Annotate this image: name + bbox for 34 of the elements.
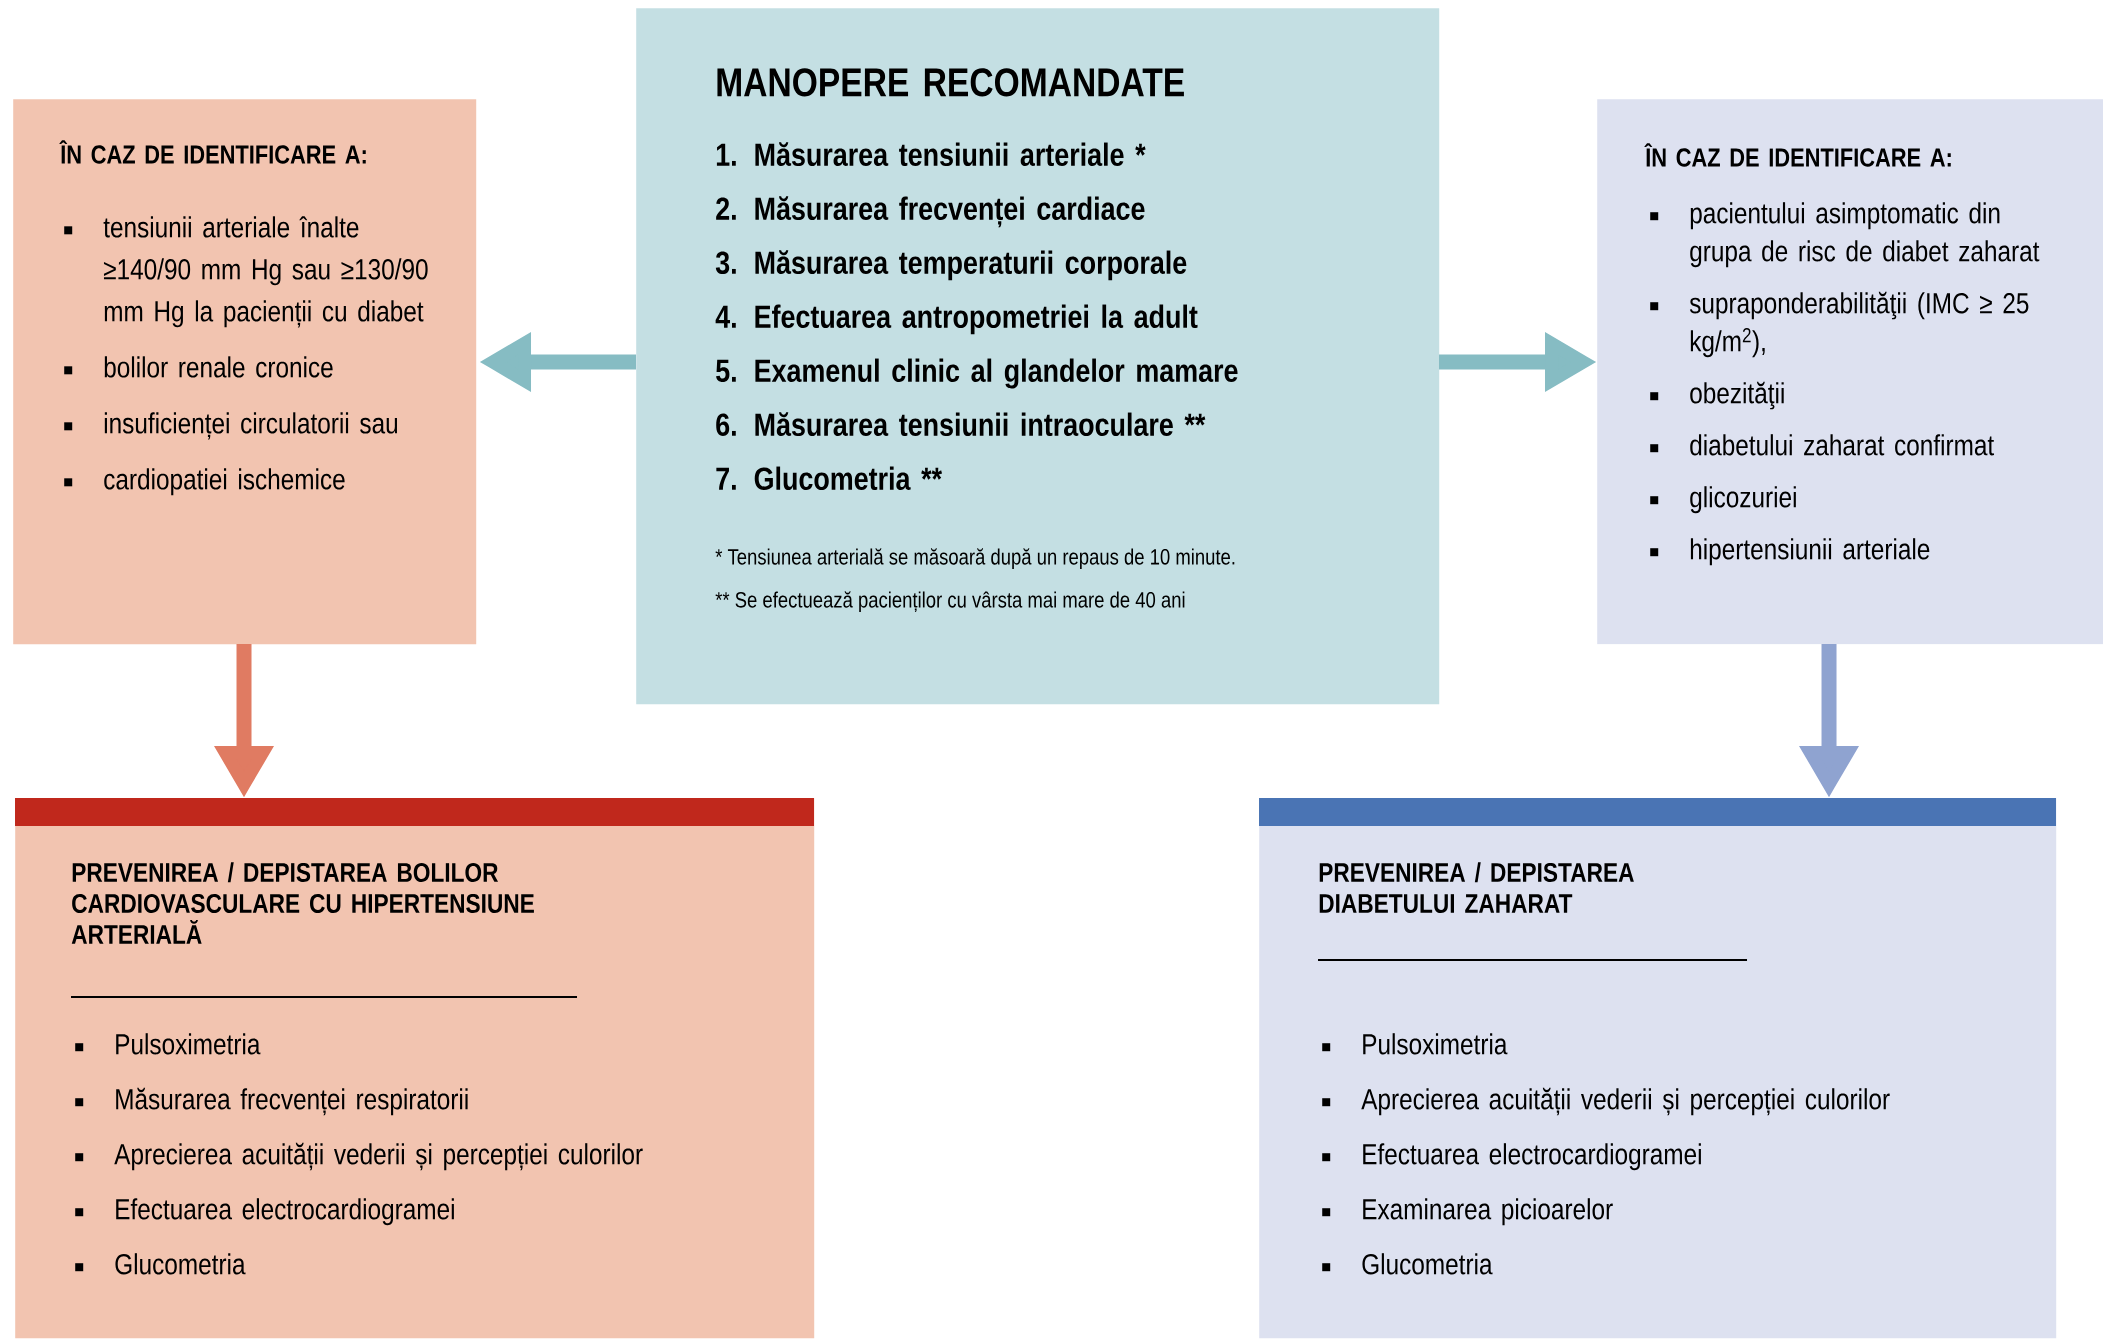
list-item: cardiopatiei ischemice (64, 468, 345, 496)
list-item: Examinarea picioarelor (1322, 1198, 1613, 1226)
list-item: Măsurarea frecvenței respiratorii (75, 1087, 468, 1116)
list-item: Efectuarea electrocardiogramei (1322, 1143, 1701, 1171)
list-item: pacientului asimptomatic din grupa de risc de diabet zaharat (1650, 202, 2040, 268)
list-item: 5. Examenul clinic al glandelor mamare (716, 358, 1238, 389)
heading: ÎN CAZ DE IDENTIFICARE A: (1644, 143, 1951, 167)
footnote: ** Se efectuează pacienților cu vârsta mai mare de 40 ani (715, 591, 1185, 613)
list-item: hipertensiunii arteriale (1650, 538, 1930, 566)
list-item: 2. Măsurarea frecvenței cardiace (716, 196, 1145, 228)
list-item: glicozuriei (1650, 486, 1796, 514)
list-item: Glucometria (1322, 1253, 1493, 1275)
list-item: insuficienței circulatorii sau (64, 412, 398, 440)
list-item: bolilor renale cronice (64, 356, 333, 378)
list-item: Efectuarea electrocardiogramei (75, 1198, 454, 1226)
list-item: Aprecierea acuității vederii și percepției culorilor (75, 1142, 643, 1171)
list-item: tensiunii arteriale înalte ≥140/90 mm Hg sau ≥130/90 mm Hg la pacienții cu diabet (64, 216, 428, 328)
list-item: 6. Măsurarea tensiunii intraoculare ** (716, 412, 1206, 437)
list-item: 3. Măsurarea temperaturii corporale (715, 250, 1187, 281)
list-item: Glucometria (75, 1253, 246, 1275)
list-item: 7. Glucometria ** (716, 466, 942, 491)
heading: PREVENIREA / DEPISTAREA BOLILOR CARDIOVASCULARE CU HIPERTENSIUNE ARTERIALĂ (71, 862, 534, 944)
list-item: 4. Efectuarea antropometriei la adult (715, 304, 1198, 335)
list-item: supraponderabilităţii (IMC ≥ 25 kg/m$^{2}$), (1650, 291, 2029, 358)
list-item: Aprecierea acuității vederii și percepției culorilor (1322, 1087, 1890, 1116)
list-item: obezităţii (1650, 381, 1784, 410)
list-item: 1. Măsurarea tensiunii arteriale * (716, 142, 1146, 167)
list-item: Pulsoximetria (75, 1033, 261, 1055)
list-item: Pulsoximetria (1322, 1033, 1508, 1055)
list-item: diabetului zaharat confirmat (1650, 434, 1994, 456)
heading: PREVENIREA / DEPISTAREA DIABETULUI ZAHARAT (1319, 862, 1634, 914)
heading: MANOPERE RECOMANDATE (717, 68, 1184, 97)
heading: ÎN CAZ DE IDENTIFICARE A: (59, 140, 366, 164)
footnote: * Tensiunea arterială se măsoară după un repaus de 10 minute. (715, 548, 1235, 569)
